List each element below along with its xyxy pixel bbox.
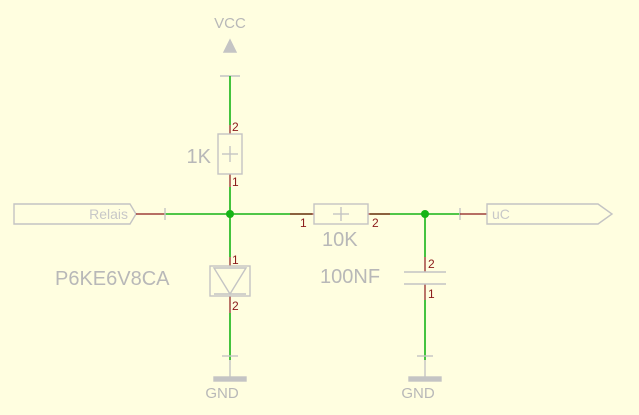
wires: [165, 76, 460, 360]
port-uc-label: uC: [492, 206, 510, 222]
tvs-diode[interactable]: 1 2 P6KE6V8CA: [55, 253, 251, 313]
vcc-label: VCC: [214, 15, 246, 32]
gnd-right-label: GND: [401, 385, 435, 402]
resistor-10k-pin-right: 2: [372, 216, 379, 230]
resistor-10k-pin-left: 1: [300, 216, 307, 230]
resistor-1k-pin-top: 2: [232, 120, 239, 134]
capacitor-value: 100NF: [320, 266, 380, 288]
junction-left: [226, 210, 234, 218]
capacitor-pin-top: 2: [428, 257, 435, 271]
resistor-10k[interactable]: 1 2 10K: [290, 203, 390, 251]
tvs-diode-part-number: P6KE6V8CA: [55, 268, 170, 290]
resistor-1k[interactable]: 2 1 1K: [187, 120, 243, 189]
resistor-1k-value: 1K: [187, 146, 212, 168]
port-relais-label: Relais: [89, 206, 128, 222]
tvs-diode-pin-bottom: 2: [232, 299, 239, 313]
vcc-symbol[interactable]: VCC: [214, 15, 246, 77]
resistor-10k-value: 10K: [322, 229, 358, 251]
gnd-left-label: GND: [205, 385, 239, 402]
junction-right: [421, 210, 429, 218]
gnd-left-symbol[interactable]: GND: [205, 355, 247, 402]
capacitor-pin-bottom: 1: [428, 287, 435, 301]
gnd-right-symbol[interactable]: GND: [401, 355, 442, 402]
capacitor-100nf[interactable]: 2 1 100NF: [320, 257, 446, 301]
resistor-1k-pin-bottom: 1: [232, 175, 239, 189]
port-relais[interactable]: Relais: [13, 203, 166, 225]
tvs-diode-pin-top: 1: [232, 253, 239, 267]
port-uc[interactable]: uC: [459, 203, 614, 225]
